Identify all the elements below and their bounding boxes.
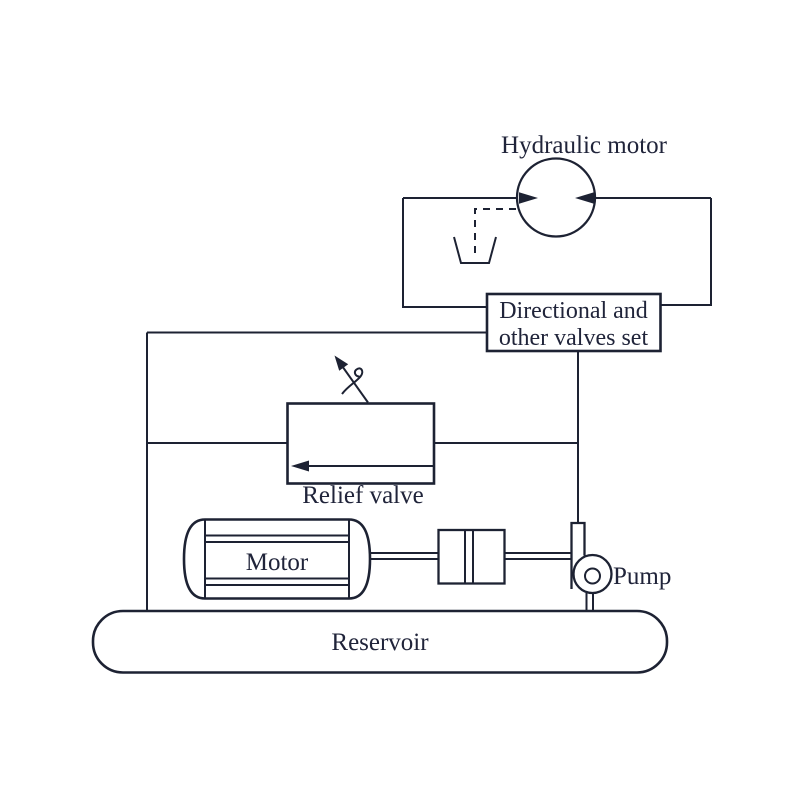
coupling-rect	[437, 528, 506, 585]
circuit-piping	[146, 331, 579, 611]
shaft-and-coupling	[370, 528, 572, 585]
reservoir-label: Reservoir	[331, 629, 429, 656]
motor-loop-right-line	[661, 198, 712, 306]
directional-valves-label-line2: other valves set	[499, 325, 649, 351]
pump-volute-circle	[572, 553, 613, 595]
reservoir-rect	[91, 609, 669, 674]
relief-valve-symbol: Relief valve	[286, 355, 436, 509]
drain-funnel-icon	[453, 236, 497, 264]
drain-dashed-line	[474, 208, 516, 257]
directional-valves-label-line1: Directional and	[499, 298, 648, 324]
motor-circuit-lines	[402, 198, 712, 308]
relief-adjust-arrow-shaft	[340, 363, 369, 404]
motor-loop-left-line	[402, 198, 487, 308]
pump-neck-outline	[570, 521, 586, 589]
motor-right-arrow-icon	[575, 192, 594, 204]
pump-eye-circle	[584, 567, 601, 585]
reservoir-symbol: Reservoir	[91, 609, 669, 674]
pump-symbol: Pump	[570, 521, 671, 611]
relief-valve-rect	[286, 402, 436, 485]
pump-suction-pipe	[585, 592, 594, 611]
electric-motor-symbol: Motor	[182, 518, 372, 600]
coupling-split-lines	[464, 530, 474, 584]
directional-valves-rect	[485, 292, 662, 353]
pump-label: Pump	[613, 563, 671, 590]
motor-frame-lines	[205, 534, 349, 586]
motor-label: Motor	[246, 549, 309, 576]
directional-valves-box: Directional and other valves set	[485, 292, 662, 353]
relief-valve-label: Relief valve	[302, 482, 423, 509]
relief-adjust-arrow-icon	[334, 355, 349, 371]
relief-spring-squiggle-icon	[341, 367, 364, 395]
hydraulic-motor-symbol	[403, 157, 711, 238]
relief-flow-arrow-icon	[291, 460, 309, 472]
drive-shaft-lines	[370, 552, 572, 560]
hydraulic-motor-label: Hydraulic motor	[501, 132, 668, 159]
drain-line-symbol	[453, 208, 516, 264]
motor-left-arrow-icon	[519, 192, 538, 204]
